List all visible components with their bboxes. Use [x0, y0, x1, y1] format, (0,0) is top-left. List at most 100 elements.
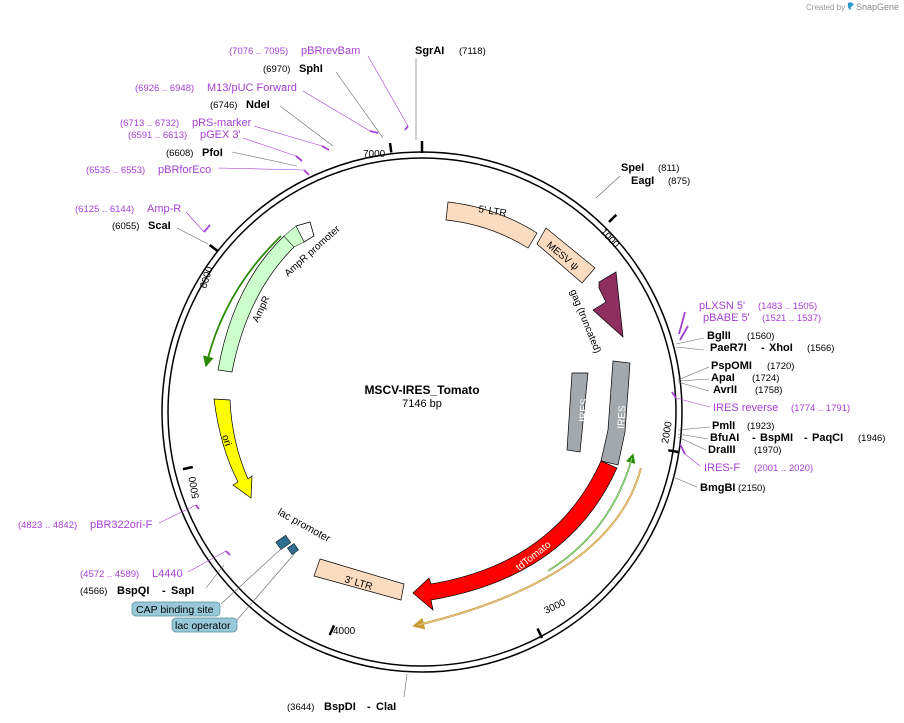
feature-gag-label: gag (truncated) — [567, 288, 603, 355]
site-bspmi-name: BspMI — [760, 432, 793, 444]
credit-prefix: Created by — [806, 3, 845, 12]
primer-iresf-pos: (2001 .. 2020) — [754, 463, 813, 474]
lacop-badge-box — [171, 617, 238, 633]
site-clai-name: ClaI — [376, 701, 396, 713]
site-bmgbi-name: BmgBI — [700, 482, 735, 494]
feature-ampr[interactable] — [217, 235, 295, 373]
site-bspqi-pos: (4566) — [80, 586, 107, 597]
credit-brand: SnapGene — [856, 2, 899, 12]
orf-tan-right-highlight — [417, 467, 642, 626]
primer-iresf-name: IRES-F — [704, 462, 740, 474]
tick-6000 — [208, 243, 219, 253]
tick-label-6000: 6000 — [198, 265, 215, 290]
feature-ires-outer[interactable] — [600, 360, 631, 466]
primer-l4440-pos: (4572 .. 4589) — [80, 569, 139, 580]
cap-badge-box — [131, 601, 221, 617]
plasmid-size: 7146 bp — [402, 398, 442, 410]
primer-pbr322-pos: (4823 .. 4842) — [18, 520, 77, 531]
primer-plxsn-pos: (1483 .. 1505) — [758, 301, 817, 312]
primer-pgex-pos: (6591 .. 6613) — [128, 130, 187, 141]
site-avrii-name: AvrII — [713, 384, 737, 396]
site-eagi-name: EagI — [631, 175, 654, 187]
cap-binding-site-badge[interactable]: CAP binding site — [131, 601, 221, 617]
site-pfoi-pos: (6608) — [166, 148, 193, 159]
site-pspomi-pos: (1720) — [767, 361, 794, 372]
lacop-badge-text: lac operator — [175, 620, 231, 632]
primer-ampr-name: Amp-R — [147, 203, 181, 215]
site-bspqi-sep: - — [162, 585, 166, 597]
cap-badge-text: CAP binding site — [136, 604, 214, 616]
site-xhoi-name: XhoI — [769, 342, 793, 354]
left-side-sites: SgrAI (7118) (7076 .. 7095) pBRrevBam (6… — [18, 45, 486, 713]
feature-mesv-psi[interactable] — [536, 227, 596, 284]
feature-ampr-orf — [203, 235, 282, 368]
site-bmgbi-pos: (2150) — [738, 483, 765, 494]
primer-m13puc-pos: (6926 .. 6948) — [135, 83, 194, 94]
primer-l4440-name: L4440 — [152, 568, 183, 580]
feature-gag[interactable] — [592, 271, 624, 338]
feature-ori[interactable] — [213, 398, 253, 499]
tick-labels: 1000 2000 3000 4000 5000 6000 7000 — [187, 149, 675, 637]
features: 5' LTR MESV ψ gag (truncated) IRES IRES … — [203, 201, 642, 630]
primer-ampr-pos: (6125 .. 6144) — [75, 204, 134, 215]
feature-ori-label: ori — [219, 434, 233, 448]
primer-pbabe-name: pBABE 5' — [703, 312, 750, 324]
site-sgrai-name: SgrAI — [415, 45, 444, 57]
site-sphi-name: SphI — [299, 63, 323, 75]
feature-ampr-promoter-body — [283, 225, 305, 248]
site-scai-name: ScaI — [148, 220, 171, 232]
primer-prs-pos: (6713 .. 6732) — [120, 118, 179, 129]
site-apai-pos: (1724) — [752, 373, 779, 384]
orf-green-right-highlight — [547, 457, 633, 572]
site-bspdi-sep: - — [367, 701, 371, 713]
tick-label-2000: 2000 — [660, 420, 675, 444]
tick-7000 — [388, 142, 393, 153]
site-bfuai-name: BfuAI — [710, 432, 739, 444]
tick-label-1000: 1000 — [598, 227, 622, 251]
tick-4000 — [328, 624, 336, 636]
feature-3-ltr[interactable] — [313, 558, 405, 601]
site-bspmi-sep: - — [804, 432, 808, 444]
tick-5000 — [182, 465, 194, 471]
orf-tan-right — [412, 467, 642, 630]
tick-1000 — [608, 213, 618, 223]
site-sgrai-pos: (7118) — [459, 46, 486, 57]
primer-pbr322-name: pBR322ori-F — [90, 519, 153, 531]
site-pspomi-name: PspOMI — [711, 360, 752, 372]
feature-ires-inner[interactable] — [566, 372, 589, 453]
primer-m13puc-name: M13/pUC Forward — [207, 82, 297, 94]
site-bspdi-name: BspDI — [324, 701, 356, 713]
tick-marks — [182, 141, 679, 639]
snapgene-icon — [847, 2, 854, 11]
tick-3000 — [536, 627, 544, 639]
primer-pbrforeco-name: pBRforEco — [158, 164, 211, 176]
primer-pbrrevbam-name: pBRrevBam — [301, 45, 360, 57]
primer-pgex-name: pGEX 3' — [200, 129, 241, 141]
site-paer7i-name: PaeR7I — [710, 342, 747, 354]
feature-tdtomato[interactable] — [412, 460, 618, 611]
site-bspdi-pos: (3644) — [287, 702, 314, 713]
feature-ires-outer-label: IRES — [616, 405, 629, 429]
lac-operator-badge[interactable]: lac operator — [171, 617, 238, 633]
feature-5-ltr[interactable] — [445, 201, 538, 249]
right-side-sites: SpeI (811) EagI (875) pLXSN 5' (1483 .. … — [595, 162, 885, 494]
primer-pbrforeco-pos: (6535 .. 6553) — [86, 165, 145, 176]
site-avrii-pos: (1758) — [755, 385, 782, 396]
site-spei-pos: (811) — [658, 163, 679, 174]
site-spei-name: SpeI — [621, 162, 644, 174]
plasmid-name: MSCV-IRES_Tomato — [364, 383, 479, 397]
site-bspqi-name: BspQI — [117, 585, 149, 597]
feature-5-ltr-label: 5' LTR — [478, 204, 508, 219]
site-paqci-name: PaqCI — [812, 432, 843, 444]
tick-label-4000: 4000 — [333, 626, 356, 637]
site-xhoi-pos: (1566) — [807, 343, 834, 354]
tick-label-5000: 5000 — [187, 475, 202, 499]
primer-iresrev-pos: (1774 .. 1791) — [791, 403, 850, 414]
feature-lac-operon[interactable] — [275, 534, 299, 555]
site-pfoi-name: PfoI — [202, 147, 223, 159]
tick-2000 — [668, 449, 679, 454]
site-draiii-pos: (1970) — [754, 445, 781, 456]
site-bfuai-sep: - — [752, 432, 756, 444]
primer-pbabe-pos: (1521 .. 1537) — [762, 313, 821, 324]
